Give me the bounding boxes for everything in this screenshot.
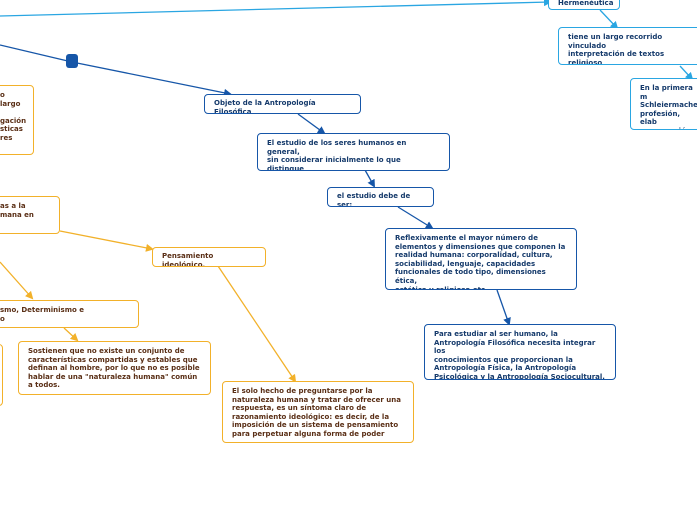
node-hermeneutica[interactable]: Hermenéutica	[548, 0, 620, 10]
node-determinismo[interactable]: smo, Determinismo e o	[0, 300, 139, 328]
edge-pensamiento-solo	[217, 265, 297, 383]
node-solo-hecho[interactable]: El solo hecho de preguntarse por la natu…	[222, 381, 414, 443]
edge-hermeneutica-recorrido	[599, 9, 619, 30]
edge-reflexivamente-integrar	[496, 289, 511, 326]
node-left-top[interactable]: o largo gación sticas res	[0, 85, 34, 155]
node-primera[interactable]: En la primera m Schleiermacher profesión…	[630, 78, 697, 130]
edge-objeto-estudio	[297, 113, 326, 135]
edge-left-determinismo	[0, 261, 34, 300]
node-pensamiento[interactable]: Pensamiento ideológico.	[152, 247, 266, 267]
node-left-mid[interactable]: as a la mana en	[0, 196, 60, 234]
branch-handle[interactable]	[66, 54, 78, 68]
node-objeto[interactable]: Objeto de la Antropología Filosófica	[204, 94, 361, 114]
node-estudio[interactable]: El estudio de los seres humanos en gener…	[257, 133, 450, 171]
node-sostienen[interactable]: Sostienen que no existe un conjunto de c…	[18, 341, 211, 395]
edge-estudio-debe	[364, 169, 375, 188]
edge-recorrido-primera	[679, 65, 694, 81]
edge-determinismo-sostienen	[63, 327, 79, 342]
edge-to-hermeneutica	[0, 0, 552, 17]
edge-debe-reflexivamente	[397, 206, 434, 230]
edge-left-pensamiento	[59, 230, 154, 252]
node-largo-recorrido[interactable]: tiene un largo recorrido vinculado inter…	[558, 27, 697, 65]
node-integrar[interactable]: Para estudiar al ser humano, la Antropol…	[424, 324, 616, 380]
node-reflexivamente[interactable]: Reflexivamente el mayor número de elemen…	[385, 228, 577, 290]
node-debe-ser[interactable]: el estudio debe de ser:	[327, 187, 434, 207]
edge-root-objeto	[0, 44, 232, 97]
node-left-bottom[interactable]	[0, 344, 3, 406]
